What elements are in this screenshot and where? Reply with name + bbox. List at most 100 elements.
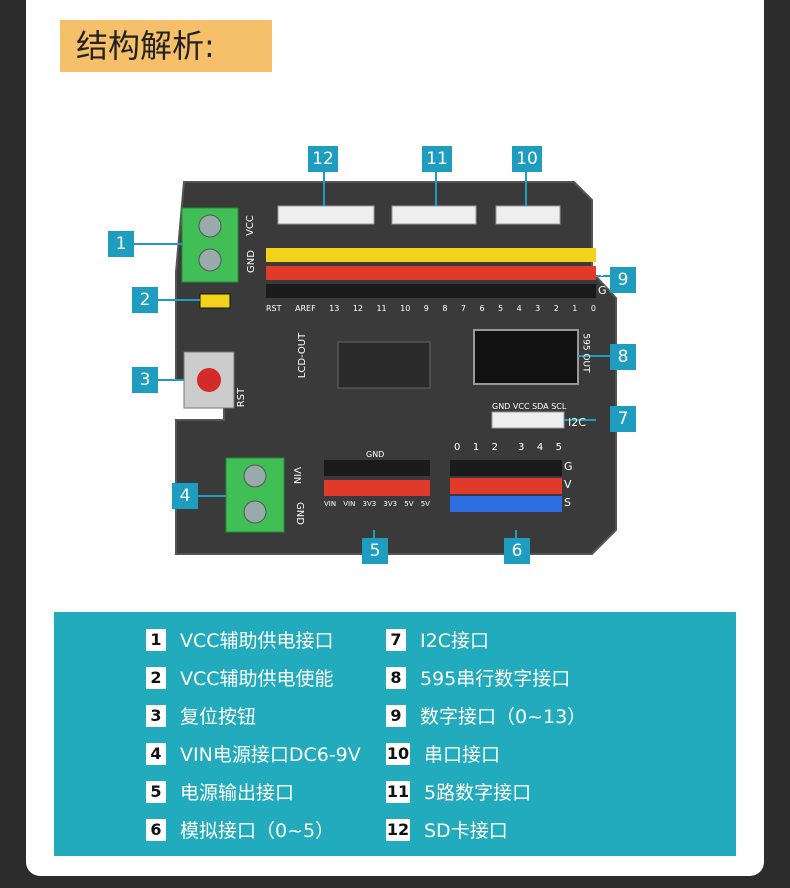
digital-num: 6 [479,304,485,313]
out-595-header [473,329,579,385]
power-pin: VIN [324,500,337,508]
gnd-label: GND [245,250,257,273]
row-v-label: V [598,266,606,279]
legend-num: 11 [386,780,410,803]
legend-text: I2C接口 [420,630,489,652]
content-card: 结构解析: [26,0,764,876]
legend-text: VCC辅助供电接口 [180,630,334,652]
power-pin: 5V [420,500,430,508]
digital-num: RST [266,304,282,313]
legend-text: 数字接口（0~13） [420,706,587,728]
callout-6: 6 [504,538,530,564]
digital-num: 1 [572,304,578,313]
gnd2-label: GND [293,502,305,525]
power-pin: 3V3 [362,500,377,508]
out-595-label: 595 OUT [580,333,591,373]
digital-num: 4 [516,304,522,313]
i2c-pins-label: GND VCC SDA SCL [492,402,567,411]
i2c-label: I2C [568,416,586,429]
callout-2: 2 [132,287,158,313]
digital-num: 8 [442,304,448,313]
legend-item-4: 4 VIN电源接口DC6-9V [146,740,361,767]
legend-num: 9 [386,704,406,727]
digital-num: 3 [535,304,541,313]
analog-num: 4 [536,442,544,453]
row-s2-label: S [564,496,571,509]
board-svg [134,172,617,555]
digital-num: 7 [460,304,466,313]
legend-item-9: 9 数字接口（0~13） [386,702,586,729]
legend-text: VCC辅助供电使能 [180,668,334,690]
legend-text: VIN电源接口DC6-9V [180,744,361,766]
digital-num: AREF [295,304,316,313]
analog-headers [450,460,562,512]
legend-text: SD卡接口 [424,820,508,842]
legend-item-7: 7 I2C接口 [386,626,489,653]
callout-8: 8 [610,344,636,370]
legend-num: 2 [146,666,166,689]
callout-12: 12 [308,146,338,172]
legend-item-12: 12 SD卡接口 [386,816,508,843]
digital-num: 11 [376,304,387,313]
digital-num: 0 [590,304,596,313]
power-pin: 3V3 [383,500,398,508]
legend-num: 4 [146,742,166,765]
legend-item-5: 5 电源输出接口 [146,778,294,805]
callout-11: 11 [422,146,452,172]
board-diagram: VCC GND RST VIN GND LCD-OUT 595 OUT I2C … [26,120,764,600]
callout-3: 3 [132,367,158,393]
legend-item-6: 6 模拟接口（0~5） [146,816,334,843]
digital-num: 13 [329,304,340,313]
legend-item-3: 3 复位按钮 [146,702,256,729]
i2c-header [491,411,565,429]
gnd-top-label: GND [366,450,385,459]
row-s-label: S [598,248,605,261]
analog-num: 2 [491,442,498,453]
legend-num: 6 [146,818,166,841]
digital-num: 2 [553,304,559,313]
legend-text: 串口接口 [424,744,501,766]
digital-num: 5 [498,304,504,313]
legend-text: 模拟接口（0~5） [180,820,335,842]
header-sd [277,205,375,225]
legend-num: 3 [146,704,166,727]
callout-5: 5 [362,538,388,564]
legend-text: 复位按钮 [180,706,257,728]
legend-num: 10 [386,742,410,765]
power-pin: 5V [404,500,414,508]
callout-1: 1 [108,231,134,257]
callout-9: 9 [610,267,636,293]
legend-item-10: 10 串口接口 [386,740,500,767]
row-g2-label: G [564,460,573,473]
vcc-label: VCC [244,215,256,236]
digital-num: 9 [423,304,429,313]
legend-num: 5 [146,780,166,803]
legend-text: 5路数字接口 [424,782,532,804]
row-v2-label: V [564,478,572,491]
callout-4: 4 [172,483,198,509]
analog-num: 3 [518,442,525,453]
callout-7: 7 [610,406,636,432]
page-title: 结构解析: [60,20,272,72]
callout-10: 10 [512,146,542,172]
legend-item-11: 11 5路数字接口 [386,778,531,805]
legend-text: 电源输出接口 [180,782,295,804]
digital-headers [266,248,596,298]
analog-num: 0 [454,442,461,453]
vin-label: VIN [291,466,303,485]
lcd-out-header [337,341,431,389]
power-headers [324,460,430,496]
header-serial [495,205,561,225]
analog-num: 1 [472,442,480,453]
rst-label: RST [236,387,248,408]
digital-numbers: RST AREF 13 12 11 10 9 8 7 6 5 4 3 2 1 0 [266,304,596,313]
legend-num: 7 [386,628,406,651]
row-g-label: G [598,284,607,297]
analog-numbers-b: 3 4 5 [518,442,562,453]
legend-num: 12 [386,818,410,841]
lcd-out-label: LCD-OUT [297,332,309,379]
header-5way [391,205,477,225]
